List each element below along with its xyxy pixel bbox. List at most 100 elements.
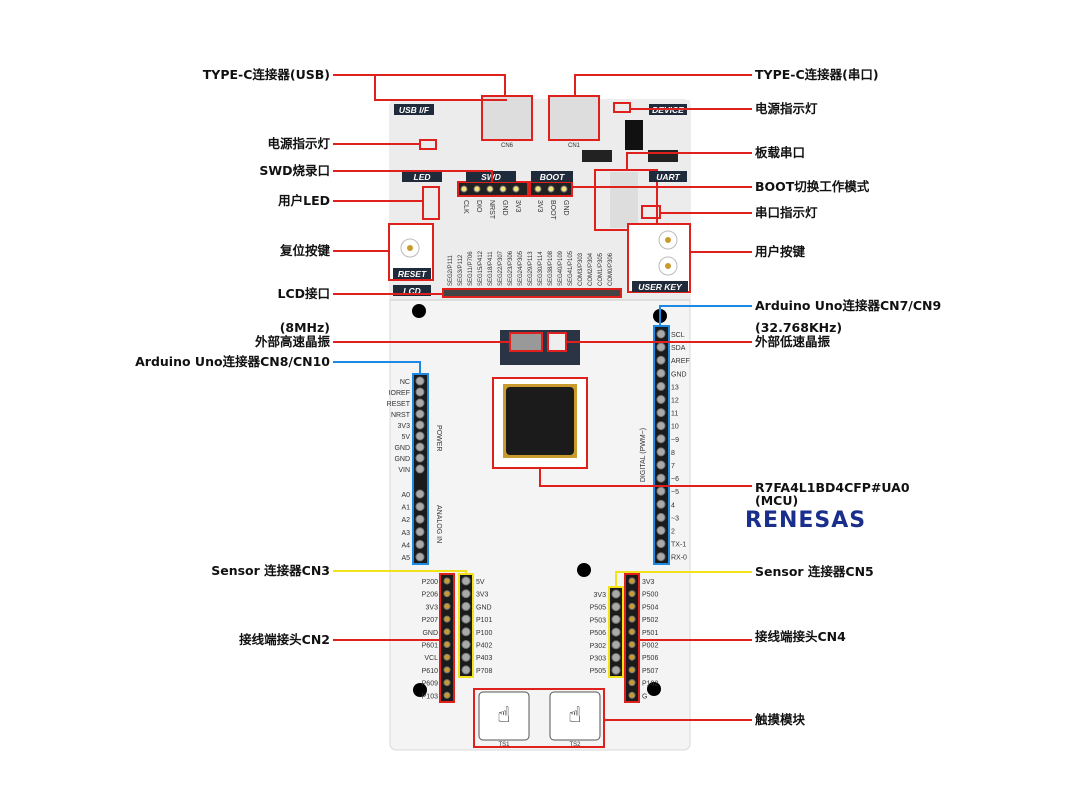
arduino-pin-label: 4 <box>671 502 675 509</box>
header-pin <box>443 666 451 674</box>
boot-pin-label: BOOT <box>549 200 556 221</box>
header-pin <box>443 641 451 648</box>
cn3-pin-label: P402 <box>476 643 492 650</box>
arduino-pin-label: RESET <box>387 401 411 408</box>
header-pin <box>415 502 425 512</box>
lcd-connector <box>442 288 622 298</box>
cn2-pin-label: P609 <box>422 681 438 688</box>
lcd-pin-label: SEG38/P108 <box>548 250 554 286</box>
label-ts1: TS1 <box>498 742 510 748</box>
header-pin <box>656 473 666 483</box>
header-pin <box>443 691 451 699</box>
header-pin <box>461 665 471 675</box>
callout-user-led: 用户LED <box>278 193 330 208</box>
header-pin <box>461 576 471 586</box>
header-pin <box>512 185 520 193</box>
usb-c-connector-cn6 <box>481 95 533 141</box>
usb-c-connector-cn1 <box>548 95 600 141</box>
arduino-pin-label: ~5 <box>671 489 679 496</box>
cn2-pin-label: GND <box>422 630 438 637</box>
lcd-pin-label: SEG40/P109 <box>558 250 564 286</box>
arduino-pin-label: ~3 <box>671 515 679 522</box>
arduino-pin-label: SCL <box>671 332 685 339</box>
header-pin <box>656 342 666 352</box>
header-pin <box>415 539 425 549</box>
header-pin <box>628 615 636 623</box>
swd-pin-label: GND <box>501 200 508 216</box>
touch-module <box>473 688 605 748</box>
cn5-pin-label: P505 <box>590 668 606 675</box>
header-pin <box>656 539 666 549</box>
header-pin <box>656 368 666 378</box>
arduino-pin-label: NC <box>400 379 410 386</box>
cn4-pin-label: G <box>642 693 647 700</box>
callout-boot-mode: BOOT切换工作模式 <box>755 179 870 194</box>
arduino-pin-label: 2 <box>671 529 675 536</box>
mcu-chip <box>506 387 574 455</box>
cn5-pin-label: P302 <box>590 643 606 650</box>
cn3-pin-label: P100 <box>476 630 492 637</box>
lcd-pin-label: SEG18/P411 <box>488 251 494 286</box>
label-boot: BOOT <box>540 172 565 182</box>
touch-pad-ts2 <box>549 691 601 741</box>
header-pin <box>628 577 636 585</box>
label-power: POWER <box>435 425 442 451</box>
header-pin <box>656 355 666 365</box>
header-pin <box>656 447 666 457</box>
swd-pin-label: NRST <box>488 200 495 220</box>
arduino-pin-label: SDA <box>671 345 686 352</box>
cn3-pin-label: P403 <box>476 655 492 662</box>
header-pin <box>611 602 621 612</box>
header-pin <box>499 185 507 193</box>
arduino-pin-label: IOREF <box>389 390 410 397</box>
header-pin <box>656 329 666 339</box>
callout-sensor-cn5: Sensor 连接器CN5 <box>755 564 874 579</box>
arduino-pin-label: AREF <box>671 358 690 365</box>
svg-text:☝: ☝ <box>568 703 581 728</box>
header-pin <box>611 665 621 675</box>
callout-typec-usb: TYPE-C连接器(USB) <box>202 67 330 82</box>
cn2-pin-label: P200 <box>422 579 438 586</box>
arduino-pin-label: A2 <box>401 517 410 524</box>
header-pin <box>486 185 494 193</box>
callout-serial-led: 串口指示灯 <box>755 205 818 220</box>
renesas-logo: RENESAS <box>745 508 867 533</box>
lcd-pin-label: COM3/P303 <box>578 252 584 286</box>
header-pin <box>656 526 666 535</box>
label-analog-in: ANALOG IN <box>435 505 442 543</box>
header-pin <box>415 464 425 474</box>
header-pin <box>628 653 636 661</box>
callout-power-led-right: 电源指示灯 <box>755 101 818 116</box>
header-pin <box>415 442 425 452</box>
cn3-pin-label: P708 <box>476 668 492 675</box>
lse-crystal <box>547 332 567 352</box>
arduino-pin-label: RX-0 <box>671 555 687 562</box>
header-pin <box>656 552 666 562</box>
callout-reset-key: 复位按键 <box>279 243 330 258</box>
user-leds <box>422 186 440 220</box>
label-ts2: TS2 <box>569 742 581 748</box>
boot-pin-label: 3V3 <box>536 200 543 213</box>
header-pin <box>628 628 636 636</box>
arduino-pin-label: A0 <box>401 492 410 499</box>
hse-crystal <box>509 332 543 352</box>
header-pin <box>461 601 471 611</box>
header-pin <box>415 376 425 386</box>
label-uart: UART <box>656 172 680 182</box>
lcd-pin-label: SEG22/P307 <box>498 250 504 286</box>
header-pin <box>560 185 568 193</box>
touch-pad-ts1 <box>478 691 530 741</box>
lcd-pin-label: COM1/P305 <box>598 252 604 286</box>
header-pin <box>656 381 666 391</box>
header-pin <box>628 602 636 610</box>
header-pin <box>415 489 425 499</box>
callout-onboard-serial: 板载串口 <box>755 145 806 160</box>
arduino-pin-label: GND <box>671 371 687 378</box>
callout-swd-port: SWD烧录口 <box>259 163 330 178</box>
swd-pin-label: 3V3 <box>514 200 521 213</box>
label-digital: DIGITAL (PWM~) <box>640 428 647 482</box>
callout-sensor-cn3: Sensor 连接器CN3 <box>211 563 330 578</box>
cn5-pin-label: P503 <box>590 617 606 624</box>
lcd-pin-label: COM0/P306 <box>608 252 614 286</box>
header-pin <box>443 653 451 661</box>
